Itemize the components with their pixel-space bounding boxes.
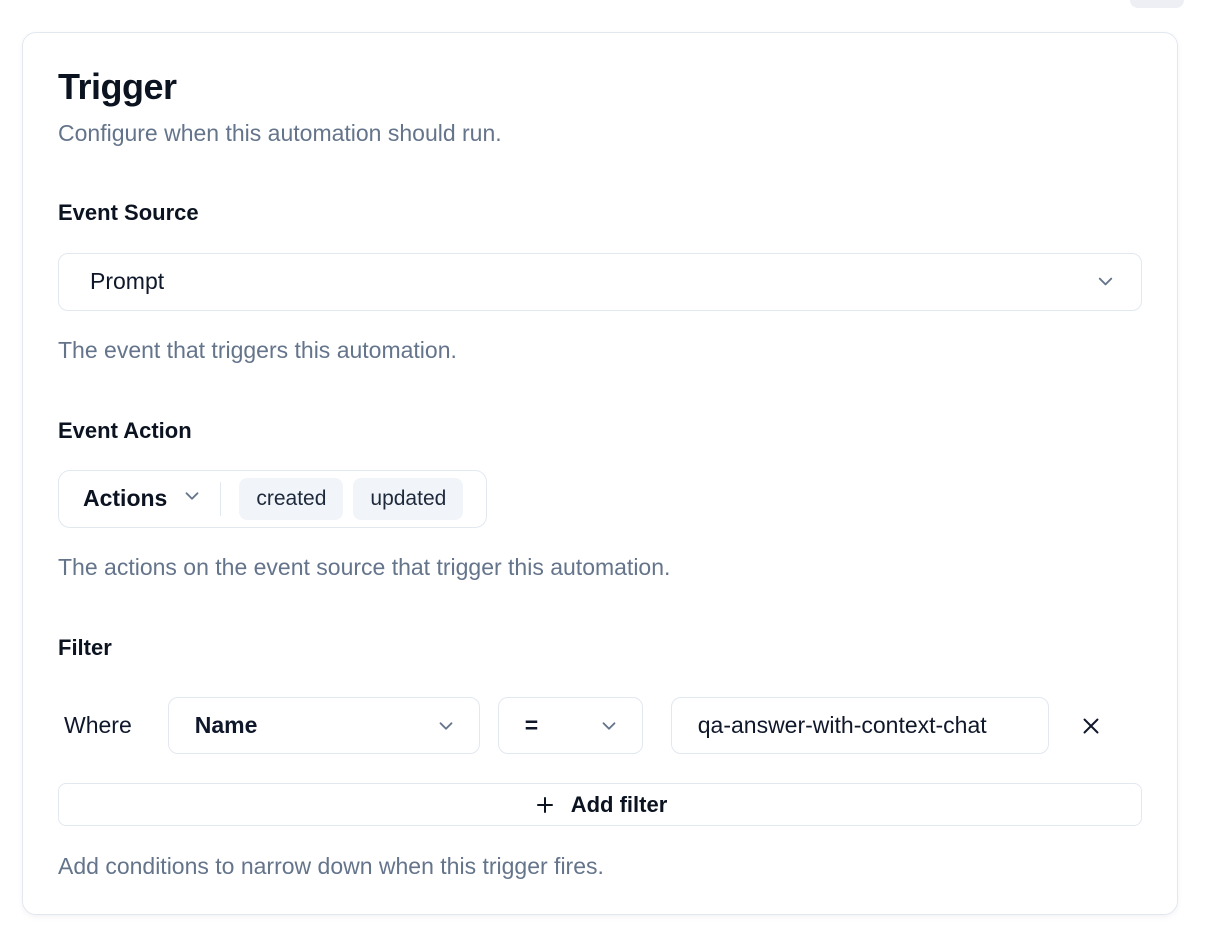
event-action-label: Event Action [58,417,192,443]
filter-condition-row: Where Name = [58,697,1142,755]
cutoff-top-right-element [1130,0,1184,8]
where-label: Where [64,712,132,739]
page-subtitle: Configure when this automation should ru… [58,120,502,147]
filter-field: Filter Where Name = [58,635,1142,882]
filter-field-value: Name [194,712,258,739]
event-action-field: Event Action Actions created updated The… [58,418,1142,583]
event-source-helper: The event that triggers this automation. [58,336,457,363]
event-source-field: Event Source Prompt The event that trigg… [58,200,1142,365]
plus-icon [533,793,557,817]
filter-label: Filter [58,634,112,660]
filter-operator-value: = [524,712,539,739]
filter-value-input[interactable] [670,697,1049,755]
trigger-card: Trigger Configure when this automation s… [22,32,1178,915]
page-title: Trigger [58,66,177,107]
chevron-down-icon [598,715,620,737]
add-filter-label: Add filter [570,791,668,817]
actions-dropdown-label: Actions [83,485,168,512]
filter-helper: Add conditions to narrow down when this … [58,853,604,880]
chevron-down-icon [1094,270,1117,293]
event-action-helper: The actions on the event source that tri… [58,553,671,580]
event-source-value: Prompt [90,268,165,295]
event-action-box: Actions created updated [58,469,488,528]
chevron-down-icon [181,485,203,513]
actions-dropdown-button[interactable]: Actions [83,485,203,513]
close-icon [1078,713,1104,739]
event-source-label: Event Source [58,200,199,226]
filter-operator-select[interactable]: = [497,697,643,755]
action-tag-updated[interactable]: updated [353,477,464,520]
divider [220,481,222,516]
filter-field-select[interactable]: Name [167,697,480,755]
action-tag-created[interactable]: created [239,477,344,520]
add-filter-button[interactable]: Add filter [58,783,1142,827]
event-source-select[interactable]: Prompt [58,252,1142,311]
chevron-down-icon [435,715,457,737]
remove-filter-button[interactable] [1071,706,1111,746]
